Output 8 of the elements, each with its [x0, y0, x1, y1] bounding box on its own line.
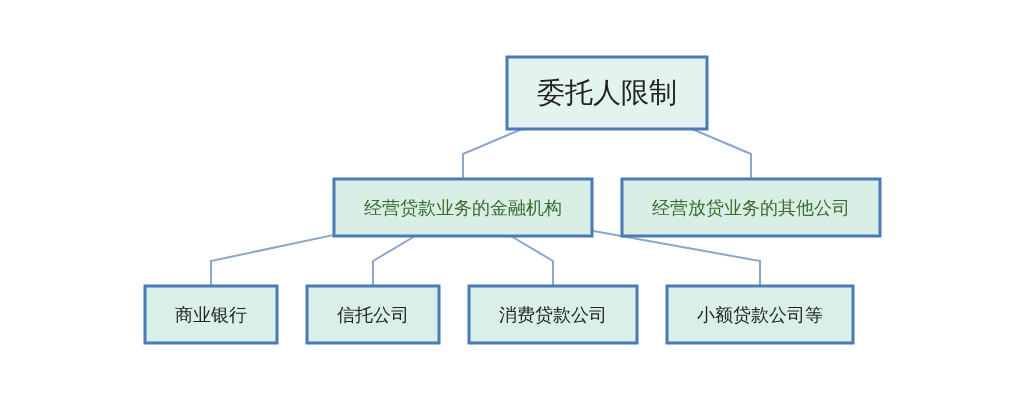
- node-box: 经营放贷业务的其他公司: [620, 177, 881, 238]
- node-box: 经营贷款业务的金融机构: [332, 177, 593, 238]
- node-box: 商业银行: [143, 284, 278, 345]
- node-box: 小额贷款公司等: [665, 284, 854, 345]
- node-box: 委托人限制: [505, 55, 708, 131]
- connector: [209, 233, 335, 287]
- node-box: 信托公司: [305, 284, 440, 345]
- node-box: 消费贷款公司: [467, 284, 638, 345]
